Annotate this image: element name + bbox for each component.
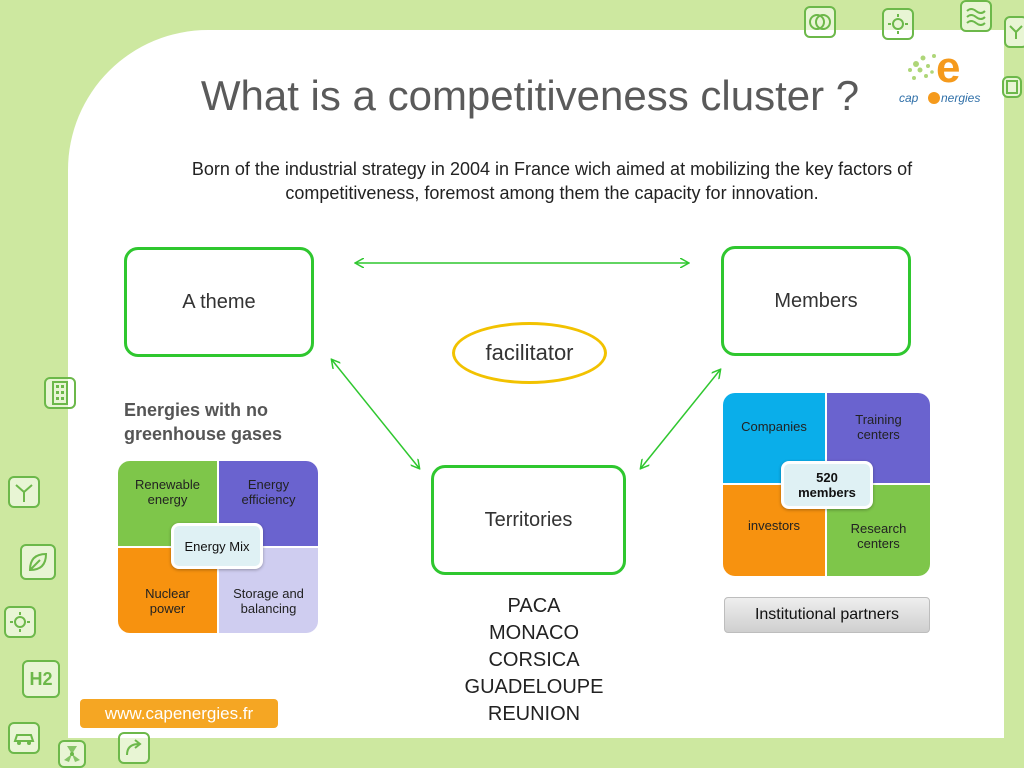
investors-label: investors	[747, 518, 801, 533]
subtitle: Born of the industrial strategy in 2004 …	[191, 159, 913, 203]
logo-text-right: nergies	[941, 91, 980, 105]
territories-node: Territories	[431, 465, 626, 575]
efficiency-label: Energy efficiency	[241, 477, 296, 507]
members-count-label: 520 members	[781, 461, 873, 509]
companies-label: Companies	[741, 419, 807, 434]
storage-cell: Storage and balancing	[219, 548, 318, 633]
turbine-icon	[8, 476, 40, 508]
logo-text-left: cap	[899, 91, 919, 105]
training-label: Training centers	[855, 412, 902, 442]
training-cell: Training centers	[827, 393, 930, 483]
arrow-icon	[118, 732, 150, 764]
battery-icon	[1002, 76, 1022, 98]
facilitator-node: facilitator	[452, 322, 607, 384]
institutional-partners-box: Institutional partners	[724, 597, 930, 633]
sun-icon	[882, 8, 914, 40]
territory-item: PACA	[507, 595, 561, 617]
rings-icon	[804, 6, 836, 38]
theme-node: A theme	[124, 247, 314, 357]
territory-item: REUNION	[487, 703, 581, 725]
efficiency-cell: Energy efficiency	[219, 461, 318, 546]
members-node: Members	[721, 246, 911, 356]
capenergies-logo: e cap nergies	[896, 42, 996, 110]
energy-mix-label: Energy Mix	[171, 523, 263, 569]
turbine-icon	[1004, 16, 1024, 48]
territory-item: MONACO	[489, 622, 579, 644]
nuclear-icon	[58, 740, 86, 768]
building-icon	[44, 377, 76, 409]
territory-item: GUADELOUPE	[464, 676, 604, 698]
car-icon	[8, 722, 40, 754]
leaf-icon	[20, 544, 56, 580]
research-label: Research centers	[850, 521, 907, 551]
website-link[interactable]: www.capenergies.fr	[80, 699, 278, 728]
sun-icon	[4, 606, 36, 638]
members-grid: Companies Training centers investors Res…	[723, 393, 930, 576]
storage-label: Storage and balancing	[233, 586, 304, 616]
nuclear-label: Nuclear power	[145, 586, 190, 616]
renewable-label: Renewable energy	[134, 477, 201, 507]
arrow-members-territories	[641, 370, 720, 468]
page-title: What is a competitiveness cluster ?	[200, 72, 860, 119]
hydrogen-icon: H2	[22, 660, 60, 698]
waves-icon	[960, 0, 992, 32]
energy-mix-grid: Renewable energy Energy efficiency Nucle…	[118, 461, 318, 633]
logo-letter: e	[936, 43, 960, 92]
arrow-theme-territories	[332, 360, 419, 468]
energies-heading: Energies with no greenhouse gases	[124, 400, 283, 444]
territory-list: PACA MONACO CORSICA GUADELOUPE REUNION	[434, 593, 634, 728]
renewable-cell: Renewable energy	[118, 461, 217, 546]
hydrogen-label: H2	[29, 668, 53, 689]
territory-item: CORSICA	[488, 649, 580, 671]
